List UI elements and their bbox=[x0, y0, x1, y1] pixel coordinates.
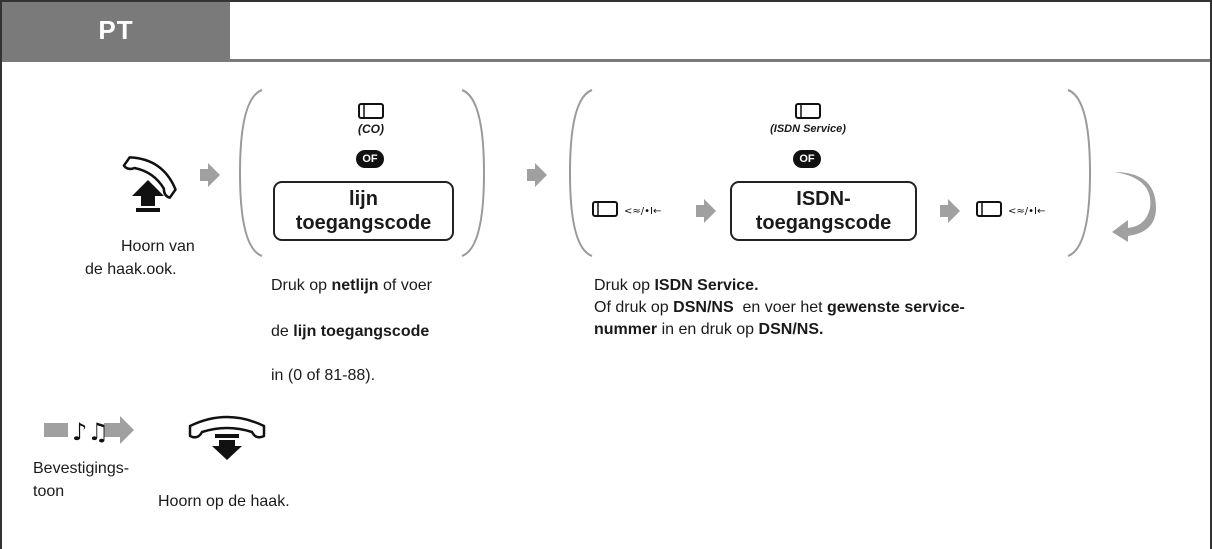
key-button-icon bbox=[358, 103, 384, 119]
step3-bracket-left bbox=[568, 89, 593, 257]
svg-text:<≈/•I←: <≈/•I← bbox=[624, 206, 661, 217]
step2-desc-line2: de lijn toegangscode bbox=[271, 321, 429, 343]
step3-desc-line3: nummer in en druk op DSN/NS. bbox=[594, 319, 823, 341]
step1-label-line1: Hoorn van bbox=[121, 238, 195, 255]
frame-border-right bbox=[1210, 0, 1212, 549]
header-tab: PT bbox=[2, 2, 230, 61]
header-rule bbox=[2, 59, 1210, 62]
step2-desc-text: de bbox=[271, 323, 294, 340]
step3-desc-bold: nummer bbox=[594, 321, 658, 338]
flow-arrow-icon bbox=[527, 163, 547, 187]
frame-border-left bbox=[0, 0, 2, 549]
hangup-label: Hoorn op de haak. bbox=[158, 493, 290, 510]
step2-desc-bold: netlijn bbox=[331, 277, 379, 294]
step3-desc-text: Of druk op bbox=[594, 299, 674, 316]
handset-offhook-icon bbox=[122, 156, 177, 212]
svg-text:<≈/•I←: <≈/•I← bbox=[1008, 206, 1045, 217]
handset-onhook-icon bbox=[188, 415, 266, 460]
step2-desc-text: in (0 of 81-88). bbox=[271, 367, 376, 384]
step1-label: Hoorn van bbox=[121, 236, 195, 258]
header-title: PT bbox=[98, 15, 134, 45]
step2-bracket-right bbox=[461, 89, 486, 257]
step3-key-label: (ISDN Service) bbox=[770, 123, 846, 135]
step3-desc-bold: gewenste service- bbox=[827, 299, 965, 316]
step2-code-line1: lijn bbox=[349, 188, 378, 210]
step2-desc-text: of voer bbox=[378, 277, 432, 294]
or-badge-icon: OF bbox=[356, 150, 384, 168]
confirmation-tone-icon: ♪♫ bbox=[44, 416, 134, 446]
step3-code-line1: ISDN- bbox=[796, 188, 851, 210]
step2-code-box: lijn toegangscode bbox=[273, 181, 454, 241]
step3-desc-line2: Of druk op DSN/NS en voer het gewenste s… bbox=[594, 297, 965, 319]
flow-arrow-icon bbox=[200, 163, 220, 187]
step3-desc-bold: DSN/NS bbox=[673, 299, 734, 316]
tone-label-1: Bevestigings- bbox=[33, 460, 130, 477]
step2-desc-bold: lijn toegangscode bbox=[293, 323, 430, 340]
flow-arrow-icon bbox=[940, 199, 960, 223]
step2-or-text: OF bbox=[362, 153, 378, 165]
step3-desc-line1: Druk op ISDN Service. bbox=[594, 275, 759, 297]
step3-desc-bold: ISDN Service. bbox=[654, 277, 759, 294]
step2-desc-line3: in (0 of 81-88). bbox=[271, 365, 375, 387]
dsn-ns-icon: <≈/•I← bbox=[976, 201, 1045, 217]
flow-arrow-icon bbox=[696, 199, 716, 223]
step3-desc-bold: DSN/NS. bbox=[758, 321, 824, 338]
or-badge-icon: OF bbox=[793, 150, 821, 168]
dsn-ns-icon: <≈/•I← bbox=[592, 201, 661, 217]
step3-code-box: ISDN- toegangscode bbox=[730, 181, 917, 241]
step2-bracket-left bbox=[238, 89, 263, 257]
repeat-arrow-icon bbox=[1112, 172, 1156, 242]
step3-desc-text: Druk op bbox=[594, 277, 655, 294]
step2-desc-line1: Druk op netlijn of voer bbox=[271, 275, 432, 297]
step2-desc-text: Druk op bbox=[271, 277, 332, 294]
step2-key-label: (CO) bbox=[358, 122, 384, 136]
step1-label-line2: de haak.ook. bbox=[85, 261, 177, 278]
svg-text:♪♫: ♪♫ bbox=[72, 418, 109, 446]
frame-border-top bbox=[0, 0, 1212, 2]
step1-label-2: de haak.ook. bbox=[85, 259, 177, 281]
step3-or-text: OF bbox=[799, 153, 815, 165]
step3-desc-text: in en druk op bbox=[657, 321, 759, 338]
tone-label-2: toon bbox=[33, 483, 65, 500]
step3-desc-text: en voer het bbox=[733, 299, 827, 316]
step3-code-line2: toegangscode bbox=[755, 212, 892, 234]
key-button-icon bbox=[795, 103, 821, 119]
step3-bracket-right bbox=[1067, 89, 1092, 257]
step2-code-line2: toegangscode bbox=[295, 212, 432, 234]
